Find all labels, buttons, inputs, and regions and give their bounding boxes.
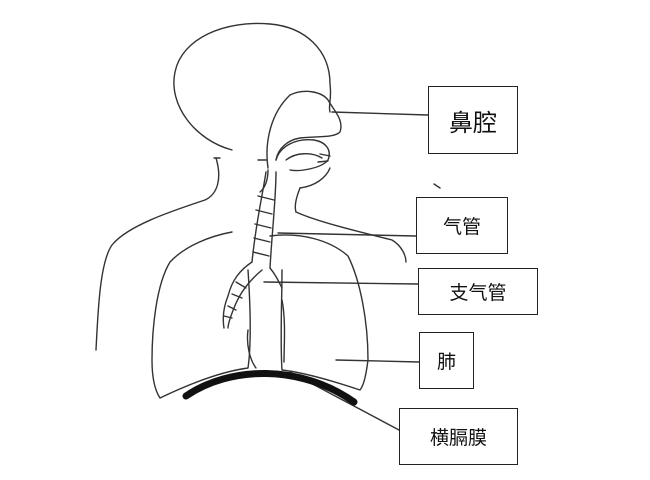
- trachea-rings: [252, 195, 275, 257]
- trachea-right-wall: [269, 171, 277, 269]
- bronchus-marks: [223, 281, 247, 319]
- body-outline: [95, 157, 220, 351]
- label-lung: 肺: [419, 332, 474, 389]
- label-bronchus: 支气管: [418, 268, 538, 315]
- oral-cavity-shape: [275, 139, 330, 172]
- bronchus-right: [269, 267, 283, 289]
- mouth-mark: [317, 153, 331, 163]
- label-trachea: 气管: [416, 197, 508, 254]
- label-diaphragm-text: 横膈膜: [429, 427, 487, 449]
- label-nasal-cavity-text: 鼻腔: [449, 108, 497, 137]
- bronchus-left-inner: [227, 269, 263, 329]
- leader-bronchus: [263, 281, 419, 285]
- label-diaphragm: 横膈膜: [399, 408, 518, 465]
- right-lung-outline: [269, 234, 369, 391]
- label-bronchus-text: 支气管: [449, 282, 507, 304]
- shoulder-right-outline: [295, 211, 407, 263]
- label-nasal-cavity: 鼻腔: [428, 86, 518, 154]
- label-trachea-text: 气管: [442, 216, 481, 238]
- leader-lung: [335, 359, 420, 363]
- diaphragm-band: [182, 370, 358, 406]
- label-lung-text: 肺: [436, 351, 456, 373]
- right-lung-inner: [281, 299, 286, 363]
- bronchus-left: [222, 261, 253, 329]
- neck-tick: [213, 157, 441, 189]
- tongue-line: [285, 153, 323, 161]
- head-outline: [173, 22, 332, 151]
- chin-outline: [299, 167, 331, 189]
- trachea-left-wall: [251, 171, 267, 263]
- left-lung-outline: [151, 231, 252, 399]
- neck-back-outline: [259, 169, 269, 193]
- neck-front-outline: [294, 187, 301, 213]
- leader-nasal: [331, 111, 429, 116]
- heart-notch: [246, 329, 257, 369]
- leader-trachea: [277, 232, 417, 237]
